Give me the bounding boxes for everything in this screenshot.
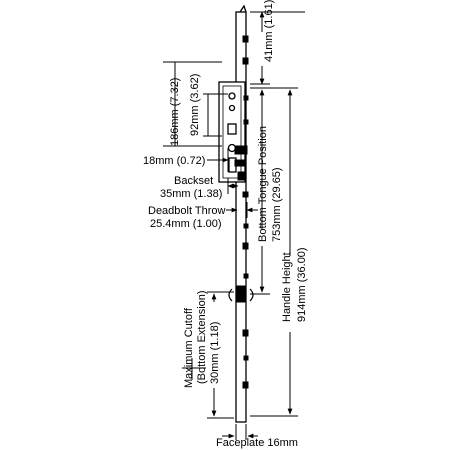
label-bottom-tongue-value: 753mm (29.65) — [271, 167, 283, 242]
faceplate-fixings — [234, 35, 249, 389]
dim-handle-height — [250, 87, 298, 417]
label-handle-value: 914mm (36.00) — [296, 247, 308, 322]
label-deadbolt-value: 25.4mm (1.00) — [150, 218, 222, 230]
label-cutoff-line1: Maximum Cutoff — [183, 307, 195, 388]
label-92mm: 92mm (3.62) — [189, 74, 201, 136]
label-handle-title: Handle Height — [281, 252, 293, 322]
label-cutoff-line3: 30mm (1.18) — [209, 322, 221, 384]
label-41mm: 41mm (1.61) — [263, 0, 275, 62]
dim-18mm — [207, 148, 229, 172]
label-backset-value: 35mm (1.38) — [160, 188, 222, 200]
dim-max-cutoff — [182, 291, 234, 419]
label-backset-title: Backset — [174, 175, 213, 187]
label-bottom-tongue-title: Bottom Tongue Position — [257, 126, 269, 242]
dim-faceplate-width — [222, 424, 258, 440]
label-186mm: 186mm (7.32) — [169, 78, 181, 146]
label-deadbolt-title: Deadbolt Throw — [148, 205, 226, 217]
dim-186-92 — [163, 61, 228, 147]
bottom-tongue-hook — [228, 288, 254, 302]
dim-top-41mm — [250, 11, 305, 85]
label-18mm: 18mm (0.72) — [143, 155, 205, 167]
dim-backset — [227, 178, 239, 194]
dim-deadbolt-throw — [226, 202, 258, 218]
label-cutoff-line2: (Bottom Extension) — [196, 290, 208, 384]
label-faceplate: Faceplate 16mm — [216, 437, 298, 449]
